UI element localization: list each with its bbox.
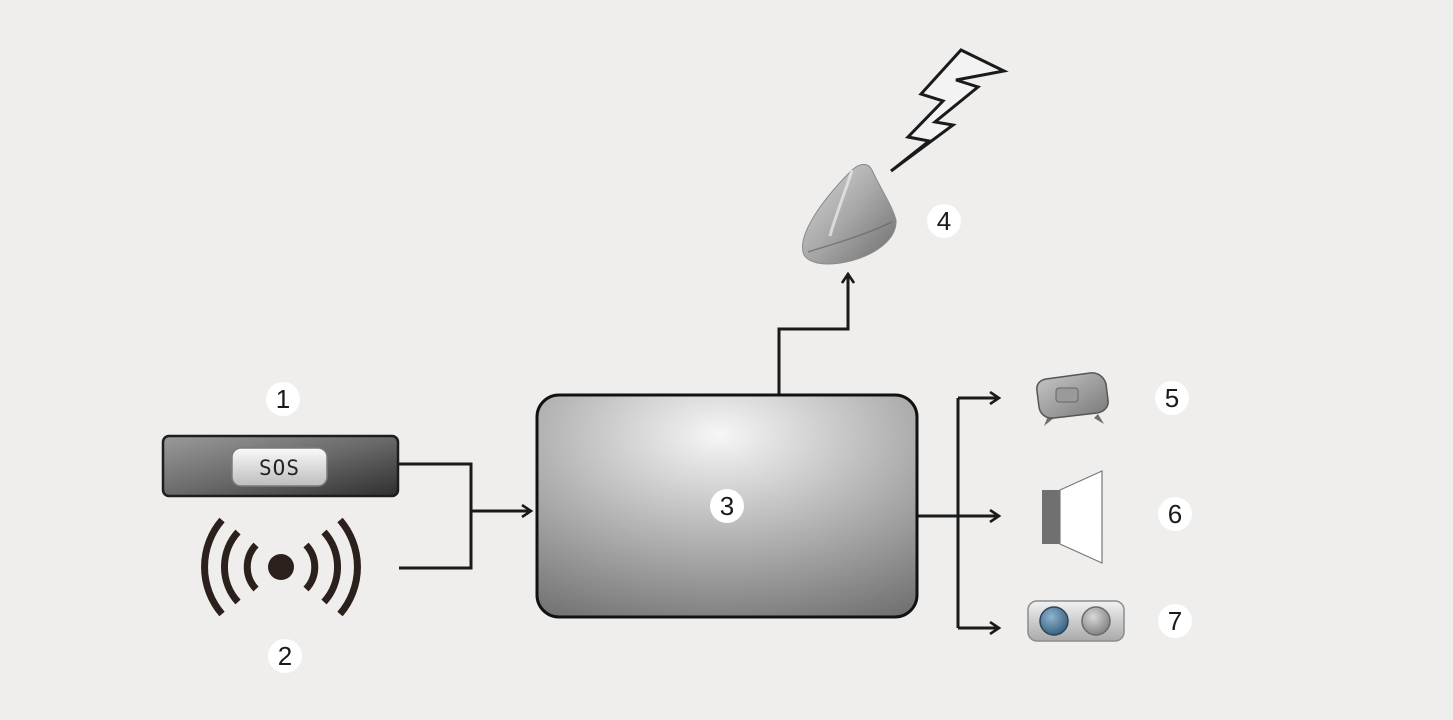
speaker-icon bbox=[1042, 470, 1103, 564]
callout-2: 2 bbox=[268, 639, 302, 673]
wireless-signal-icon bbox=[201, 517, 361, 617]
module-to-antenna-arrow bbox=[777, 274, 848, 395]
callout-4: 4 bbox=[927, 204, 961, 238]
indicator-lamp-icon bbox=[1027, 600, 1125, 642]
sos-button-icon: SOS bbox=[161, 434, 400, 498]
callout-1: 1 bbox=[266, 382, 300, 416]
connectors bbox=[399, 274, 999, 628]
callout-3: 3 bbox=[710, 489, 744, 523]
sos-label: SOS bbox=[259, 456, 300, 480]
callout-6: 6 bbox=[1158, 497, 1192, 531]
callout-5: 5 bbox=[1155, 381, 1189, 415]
signal-to-junction-line bbox=[399, 511, 473, 570]
sos-to-junction-line bbox=[399, 462, 473, 511]
callout-7: 7 bbox=[1158, 604, 1192, 638]
lightning-bolt-icon bbox=[890, 48, 1009, 173]
shark-fin-antenna-icon bbox=[802, 163, 897, 265]
microphone-icon bbox=[1036, 372, 1109, 426]
